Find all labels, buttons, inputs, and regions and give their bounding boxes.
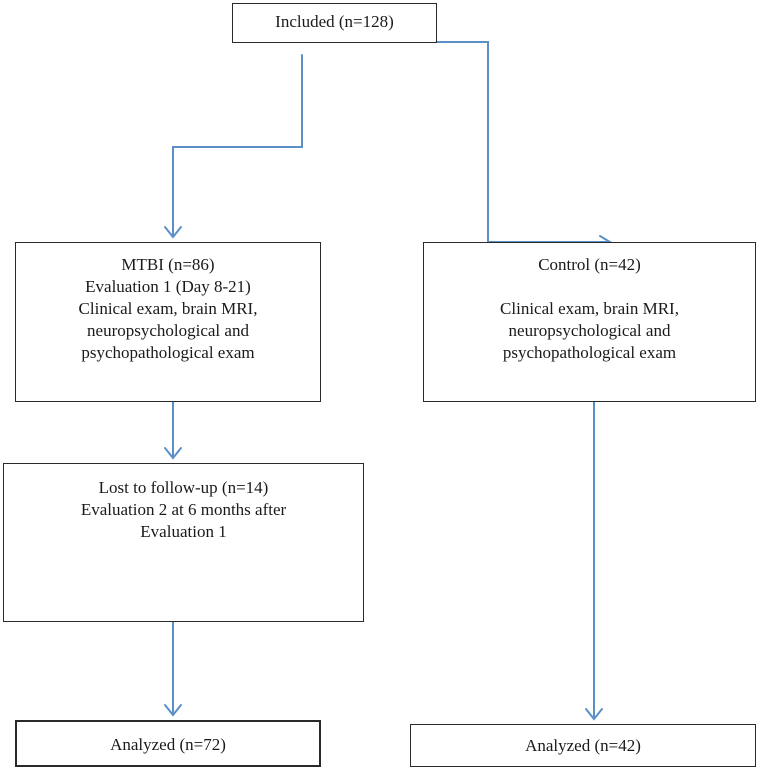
connector-included-to-control [436,41,611,243]
mtbi-box: MTBI (n=86) Evaluation 1 (Day 8-21) Clin… [15,242,321,402]
control-exam-line-3: psychopathological exam [502,343,677,362]
mtbi-exam-line-2: neuropsychological and [87,321,249,340]
connector-included-to-mtbi [172,54,303,237]
arrowhead-mtbi [164,226,182,239]
included-label: Included (n=128) [275,12,394,31]
arrowhead-analyzed-mtbi [164,704,182,717]
control-spacer [424,276,755,298]
analyzed-control-box: Analyzed (n=42) [410,724,756,767]
mtbi-title: MTBI (n=86) [121,255,215,274]
control-title: Control (n=42) [538,255,641,274]
lost-to-follow-up-box: Lost to follow-up (n=14) Evaluation 2 at… [3,463,364,622]
analyzed-mtbi-box: Analyzed (n=72) [15,720,321,767]
mtbi-evaluation: Evaluation 1 (Day 8-21) [85,277,251,296]
arrowhead-lost [164,447,182,460]
control-exam-line-2: neuropsychological and [508,321,671,340]
arrowhead-analyzed-control [585,708,603,721]
lost-evaluation-line-1: Evaluation 2 at 6 months after [80,500,287,519]
lost-evaluation-line-2: Evaluation 1 [140,522,227,541]
lost-title: Lost to follow-up (n=14) [98,478,269,497]
control-box: Control (n=42) Clinical exam, brain MRI,… [423,242,756,402]
control-exam-line-1: Clinical exam, brain MRI, [500,299,679,318]
included-box: Included (n=128) [232,3,437,43]
analyzed-mtbi-label: Analyzed (n=72) [110,735,226,754]
mtbi-exam-line-3: psychopathological exam [81,343,255,362]
mtbi-exam-line-1: Clinical exam, brain MRI, [78,299,258,318]
analyzed-control-label: Analyzed (n=42) [525,736,641,755]
